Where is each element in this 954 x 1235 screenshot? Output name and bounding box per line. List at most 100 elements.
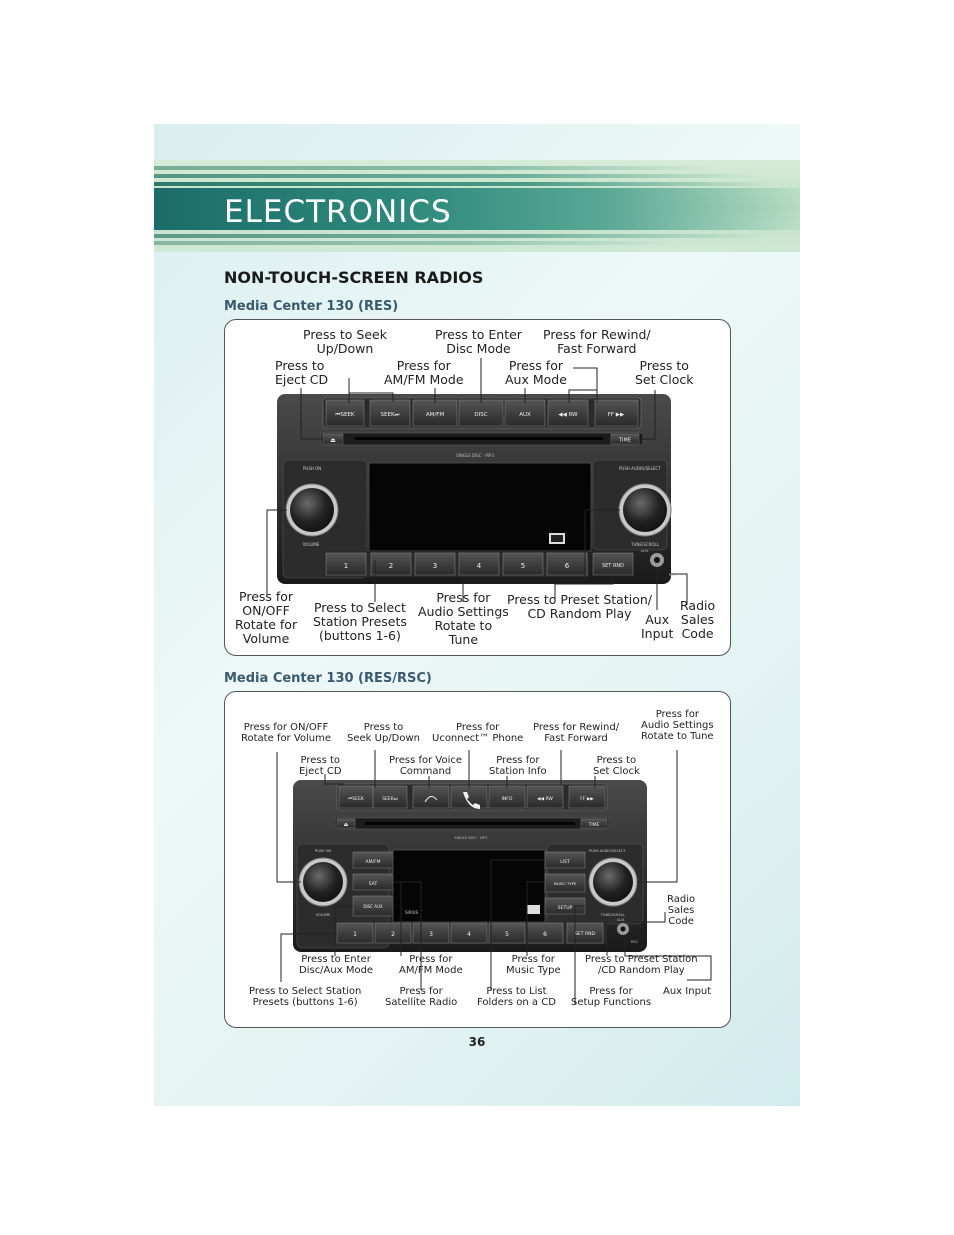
cd-logo-inner — [551, 535, 563, 542]
audio-callout: Press for Audio Settings Rotate to Tune — [418, 590, 509, 647]
header-bar — [154, 188, 800, 230]
station-info-callout: Press for Station Info — [489, 755, 547, 778]
phone-icon — [463, 792, 480, 809]
disc-mode-callout: Press to Enter Disc Mode — [435, 327, 522, 356]
setup-label: SETUP — [558, 905, 573, 911]
set-rnd-label: SET RND — [602, 563, 624, 569]
preset-3-button — [414, 552, 456, 576]
rw-label: ◀◀ RW — [537, 796, 553, 802]
ff-label: FF ▶▶ — [608, 412, 625, 418]
radio1-top-buttons: ⏮SEEK SEEK⏭ AM/FM DISC AUX ◀◀ RW FF ▶▶ — [325, 399, 639, 427]
tune-knob — [623, 488, 667, 532]
header-stripe — [154, 182, 774, 186]
ff-label: FF ▶▶ — [580, 796, 594, 802]
eject-label: ⏏ — [344, 822, 349, 828]
seek-up-label: SEEK⏭ — [381, 412, 400, 418]
preset-6-button — [546, 552, 588, 576]
preset-1-label: 1 — [344, 562, 348, 570]
sales-code-callout: Radio Sales Code — [667, 894, 696, 928]
cd-slot — [355, 437, 603, 440]
time-label: TIME — [588, 822, 600, 828]
right-side-buttons: LIST MUSIC TYPE SETUP — [544, 851, 586, 915]
preset-3-label: 3 — [433, 562, 437, 570]
onoff-callout: Press for ON/OFF Rotate for Volume — [241, 722, 332, 745]
push-on-label: PUSH ON — [303, 466, 321, 471]
clock-callout: Press to Set Clock — [635, 358, 694, 387]
eject-callout: Press to Eject CD — [299, 755, 342, 778]
aux-label: AUX — [519, 412, 531, 418]
select-presets-callout: Press to Select Station Presets (buttons… — [249, 986, 362, 1009]
rewind-callout: Press for Rewind/ Fast Forward — [543, 327, 651, 356]
page-number: 36 — [468, 1035, 486, 1049]
radio2-subheading: Media Center 130 (RES/RSC) — [224, 671, 432, 686]
push-audio-label: PUSH AUDIO/SELECT — [589, 849, 626, 853]
preset-4-button — [458, 552, 500, 576]
aux-jack-hole — [654, 557, 660, 563]
setup-callout: Press for Setup Functions — [571, 986, 652, 1009]
sat-label: SAT — [369, 881, 378, 887]
amfm-callout: Press for AM/FM Mode — [399, 954, 463, 977]
preset-5-label: 5 — [521, 562, 525, 570]
preset-1-button — [336, 922, 374, 944]
voice-callout: Press for Voice Command — [389, 755, 463, 778]
list-label: LIST — [560, 859, 570, 865]
preset-5-label: 5 — [505, 931, 509, 938]
radio2-callout-lines — [276, 750, 712, 1004]
left-side-buttons: AM/FM SAT DISC AUX — [352, 851, 394, 917]
header-stripe — [154, 174, 754, 178]
radio1-subheading: Media Center 130 (RES) — [224, 299, 399, 314]
volume-label: VOLUME — [303, 542, 320, 547]
section-title: ELECTRONICS — [224, 194, 452, 230]
preset-2-button — [370, 552, 412, 576]
uconnect-callout: Press for Uconnect™ Phone — [432, 722, 524, 745]
amfm-label: AM/FM — [366, 859, 381, 865]
set-rnd-button — [566, 922, 604, 944]
disc-aux-callout: Press to Enter Disc/Aux Mode — [299, 954, 374, 977]
push-audio-label: PUSH AUDIO/SELECT — [619, 466, 661, 471]
volume-label: VOLUME — [316, 913, 331, 917]
seek-down-label: ⏮SEEK — [348, 796, 365, 802]
tune-label: TUNE/SCROLL — [630, 542, 660, 547]
preset-2-label: 2 — [391, 931, 395, 938]
preset-6-label: 6 — [565, 562, 570, 570]
volume-knob — [290, 488, 334, 532]
preset-4-label: 4 — [477, 562, 482, 570]
preset-4-label: 4 — [467, 931, 471, 938]
eject-button — [336, 818, 356, 829]
time-button — [580, 818, 608, 829]
seek-up-label: SEEK⏭ — [382, 796, 398, 802]
radio1-illustration: ⏮SEEK SEEK⏭ AM/FM DISC AUX ◀◀ RW FF ▶▶ ⏏… — [266, 358, 688, 610]
music-type-button — [544, 873, 586, 893]
rw-label: ◀◀ RW — [558, 412, 578, 418]
presets-callout: Press to Select Station Presets (buttons… — [313, 600, 407, 643]
volume-knob — [303, 862, 343, 902]
preset-6-label: 6 — [543, 931, 547, 938]
radio2-illustration: ⏮SEEK SEEK⏭ INFO ◀◀ RW FF ▶▶ ⏏ TIME SING… — [276, 750, 712, 1004]
tune-knob — [593, 862, 633, 902]
preset-2-button — [374, 922, 412, 944]
radio1-callout-lines — [266, 358, 688, 610]
header-stripe — [154, 234, 764, 238]
radio1-display — [368, 462, 592, 552]
preset-buttons: 1 2 3 4 5 6 — [336, 922, 564, 944]
voice-icon — [424, 796, 438, 803]
preset-5-button — [502, 552, 544, 576]
res-label: RES — [669, 573, 677, 577]
clock-callout: Press to Set Clock — [593, 755, 640, 778]
single-disc-label: SINGLE DISC · MP3 — [456, 453, 494, 458]
preset-buttons: 1 2 3 4 5 6 — [325, 552, 588, 576]
seek-callout: Press to Seek Up/Down — [303, 327, 387, 356]
seek-callout: Press to Seek Up/Down — [347, 722, 420, 745]
aux-jack-label: AUX — [617, 918, 625, 922]
aux-jack-label: AUX — [641, 549, 649, 553]
seek-down-label: ⏮SEEK — [336, 412, 355, 418]
preset-1-label: 1 — [353, 931, 357, 938]
page-heading: NON-TOUCH-SCREEN RADIOS — [224, 268, 484, 287]
header-stripe — [154, 241, 674, 245]
sirius-logo: SIRIUS — [405, 910, 419, 915]
preset-4-button — [450, 922, 488, 944]
preset-3-label: 3 — [429, 931, 433, 938]
time-label: TIME — [618, 438, 631, 444]
amfm-callout: Press for AM/FM Mode — [384, 358, 464, 387]
eject-label: ⏏ — [330, 437, 336, 444]
